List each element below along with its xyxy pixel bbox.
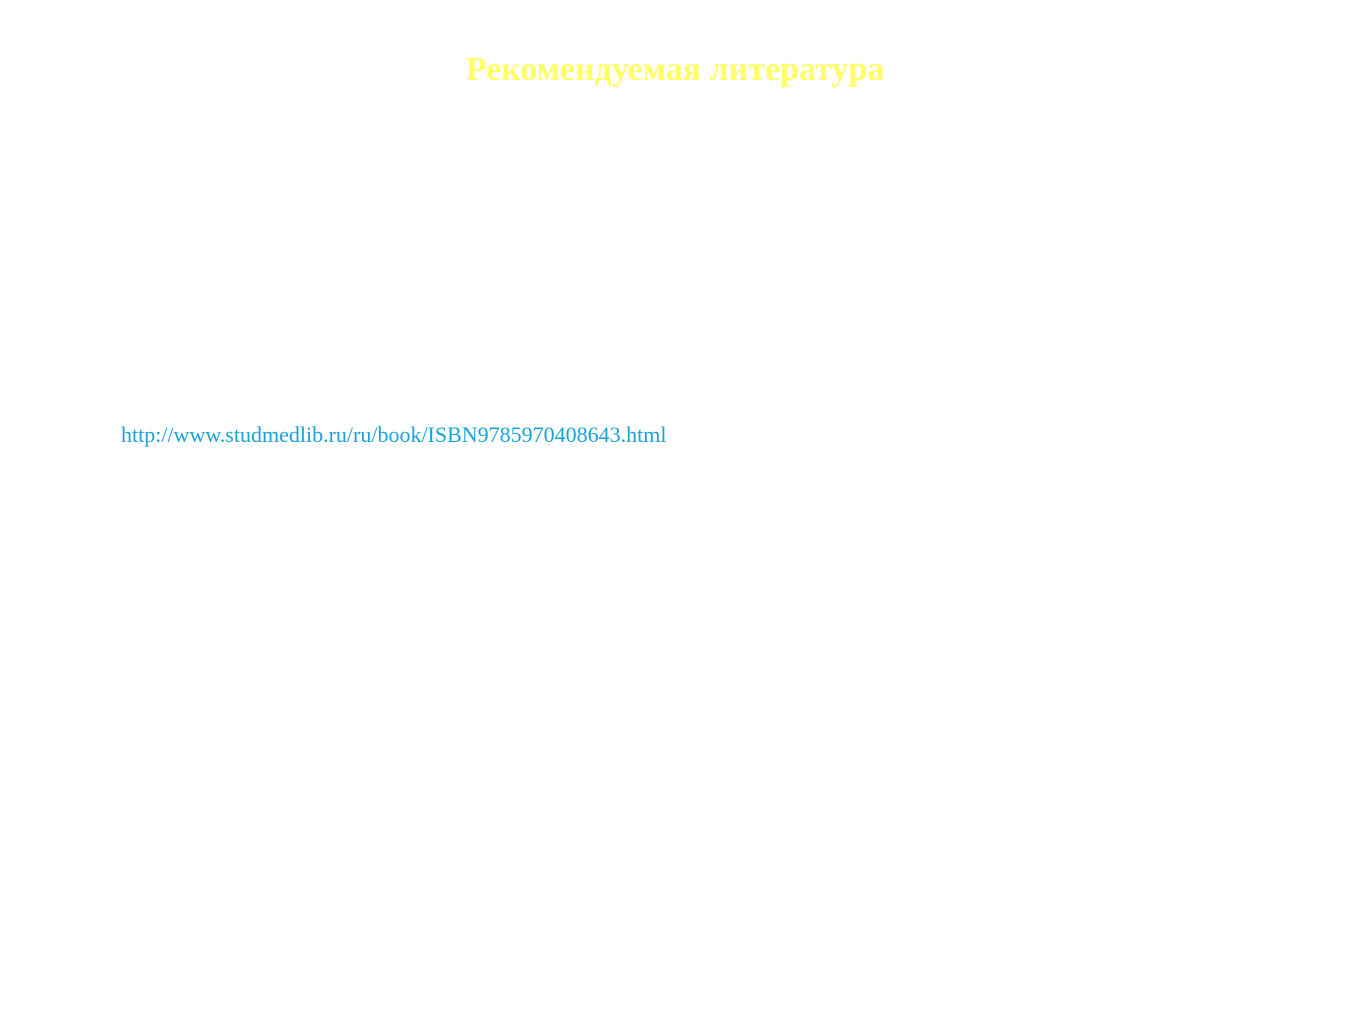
slide-title: Рекомендуемая литература <box>465 51 885 88</box>
book-link[interactable]: http://www.studmedlib.ru/ru/book/ISBN978… <box>121 422 667 447</box>
